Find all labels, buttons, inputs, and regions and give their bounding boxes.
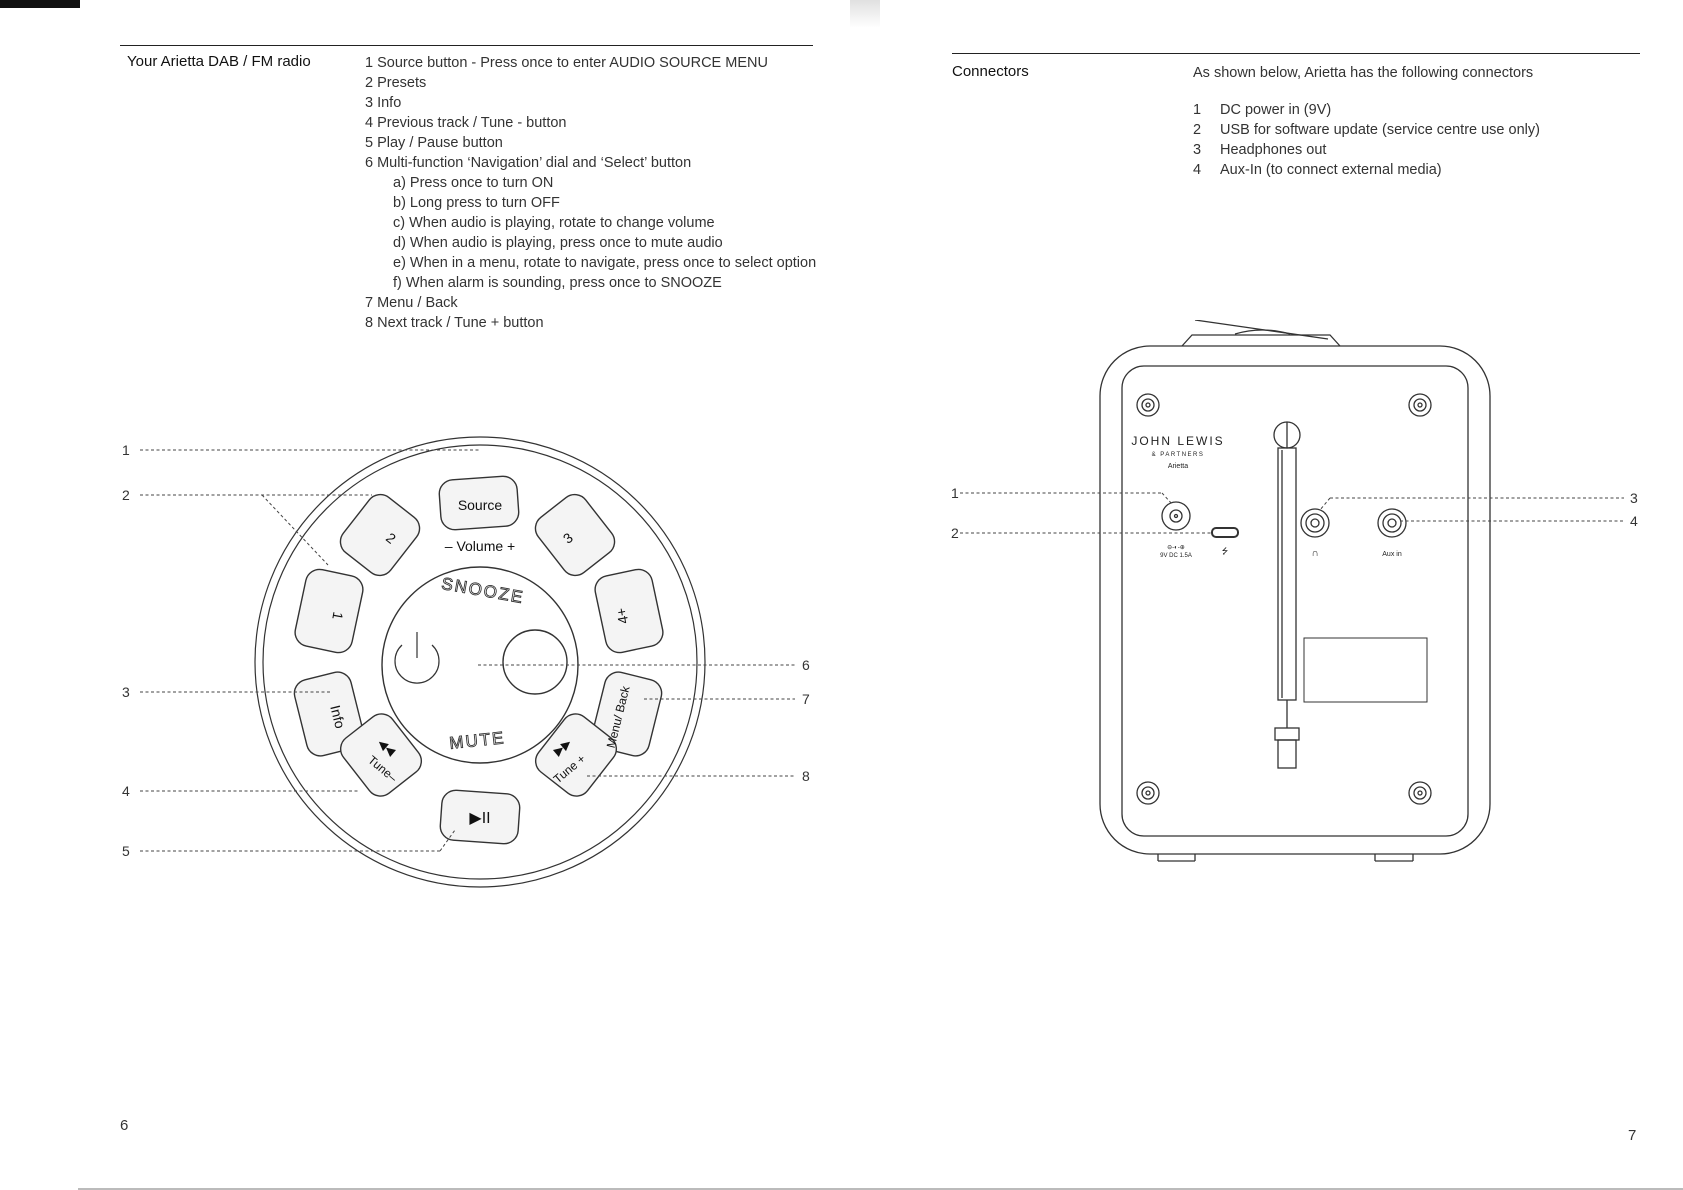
- list-item: 3 Info: [365, 95, 402, 111]
- cabinet-outer: [1099, 345, 1491, 855]
- page-number-left: 6: [120, 1117, 129, 1134]
- play-pause-label: ▶II: [469, 810, 490, 827]
- info-button: [293, 671, 365, 757]
- headphones-icon: ∩: [1311, 548, 1318, 559]
- dc-power-jack: [1161, 501, 1191, 531]
- antenna: [1273, 421, 1301, 769]
- page-number-right: 7: [1628, 1127, 1637, 1144]
- callout-8: 8: [802, 768, 810, 784]
- right-section-title: Connectors: [952, 63, 1029, 80]
- play-pause-button: [439, 789, 521, 845]
- connector-callout-3: 3: [1630, 490, 1638, 506]
- callout-7: 7: [802, 691, 810, 707]
- brand-sub: & PARTNERS: [1152, 452, 1205, 458]
- screw-bottom-right: [1408, 781, 1432, 805]
- list-item: 4 Previous track / Tune - button: [365, 115, 567, 131]
- aux-in-jack: [1377, 508, 1407, 538]
- source-label: Source: [458, 497, 503, 513]
- rear-panel-diagram: JOHN LEWIS & PARTNERS Arietta ⊖-◐-⊕ 9V D…: [951, 320, 1638, 862]
- connectors-intro: As shown below, Arietta has the followin…: [1193, 65, 1534, 81]
- screw-top-left: [1136, 393, 1160, 417]
- connector-callout-1: 1: [951, 485, 959, 501]
- scan-smudge: [850, 0, 880, 28]
- screw-bottom-left: [1136, 781, 1160, 805]
- callout-2: 2: [122, 487, 130, 503]
- label-plate: [1303, 637, 1428, 703]
- list-item: 7 Menu / Back: [365, 295, 458, 311]
- headphones-jack: [1300, 508, 1330, 538]
- select-button: [502, 629, 568, 695]
- connector-callout-2: 2: [951, 525, 959, 541]
- model-name: Arietta: [1168, 463, 1188, 470]
- list-item: 5 Play / Pause button: [365, 135, 503, 151]
- list-item: 1 Source button - Press once to enter AU…: [365, 55, 768, 71]
- rear-panel: [1121, 365, 1469, 837]
- dc-polarity-icon: ⊖-◐-⊕: [1167, 545, 1185, 551]
- usb-port: [1211, 527, 1239, 538]
- info-label: Info: [327, 704, 348, 731]
- preset-4-label: 4+: [613, 607, 632, 626]
- list-subitem: b) Long press to turn OFF: [393, 195, 560, 211]
- tune-plus-button: [534, 713, 618, 797]
- list-subitem: a) Press once to turn ON: [393, 175, 554, 191]
- connector-callout-4: 4: [1630, 513, 1638, 529]
- dial-outer-ring: [254, 436, 706, 888]
- callout-1: 1: [122, 442, 130, 458]
- tune-minus-button: [339, 713, 423, 797]
- preset-1-button: [294, 568, 364, 654]
- preset-1-label: 1: [329, 611, 346, 622]
- list-subitem: c) When audio is playing, rotate to chan…: [393, 215, 715, 231]
- list-subitem: f) When alarm is sounding, press once to…: [393, 275, 722, 291]
- list-subitem: e) When in a menu, rotate to navigate, p…: [393, 255, 817, 271]
- snooze-label: SNOOZE: [440, 574, 526, 607]
- list-item: 8 Next track / Tune + button: [365, 315, 544, 331]
- aux-in-label: Aux in: [1382, 551, 1402, 558]
- right-header-rule: [952, 53, 1640, 54]
- list-item: 2 Presets: [365, 75, 427, 91]
- control-list: 1 Source button - Press once to enter AU…: [365, 53, 816, 333]
- bottom-scan-rule: [78, 1188, 1683, 1190]
- brand-name: JOHN LEWIS: [1131, 434, 1224, 448]
- preset-3-button: [534, 493, 616, 577]
- list-subitem: d) When audio is playing, press once to …: [393, 235, 723, 251]
- scan-edge-mark: [0, 0, 80, 8]
- top-controls-outline: [1181, 334, 1341, 347]
- preset-4-button: [594, 568, 664, 654]
- callout-6: 6: [802, 657, 810, 673]
- left-header-rule: [120, 45, 813, 46]
- callout-5: 5: [122, 843, 130, 859]
- mute-label: MUTE: [449, 728, 507, 753]
- list-item: 6 Multi-function ‘Navigation’ dial and ‘…: [365, 155, 692, 171]
- preset-2-button: [339, 493, 421, 577]
- callout-3: 3: [122, 684, 130, 700]
- volume-label: – Volume +: [445, 538, 515, 554]
- usb-icon: ⭍: [1222, 547, 1229, 556]
- callout-4: 4: [122, 783, 130, 799]
- dial-inner-ring: [262, 444, 698, 880]
- menu-back-button: [591, 671, 663, 757]
- screw-top-right: [1408, 393, 1432, 417]
- control-dial-diagram: Source 2 3 1 4+ Info Menu/ Back Tune– ◀◀…: [122, 436, 810, 888]
- source-button: [438, 475, 520, 531]
- dc-rating-label: 9V DC 1.5A: [1160, 553, 1192, 559]
- left-section-title: Your Arietta DAB / FM radio: [127, 53, 311, 70]
- power-icon: [394, 632, 440, 684]
